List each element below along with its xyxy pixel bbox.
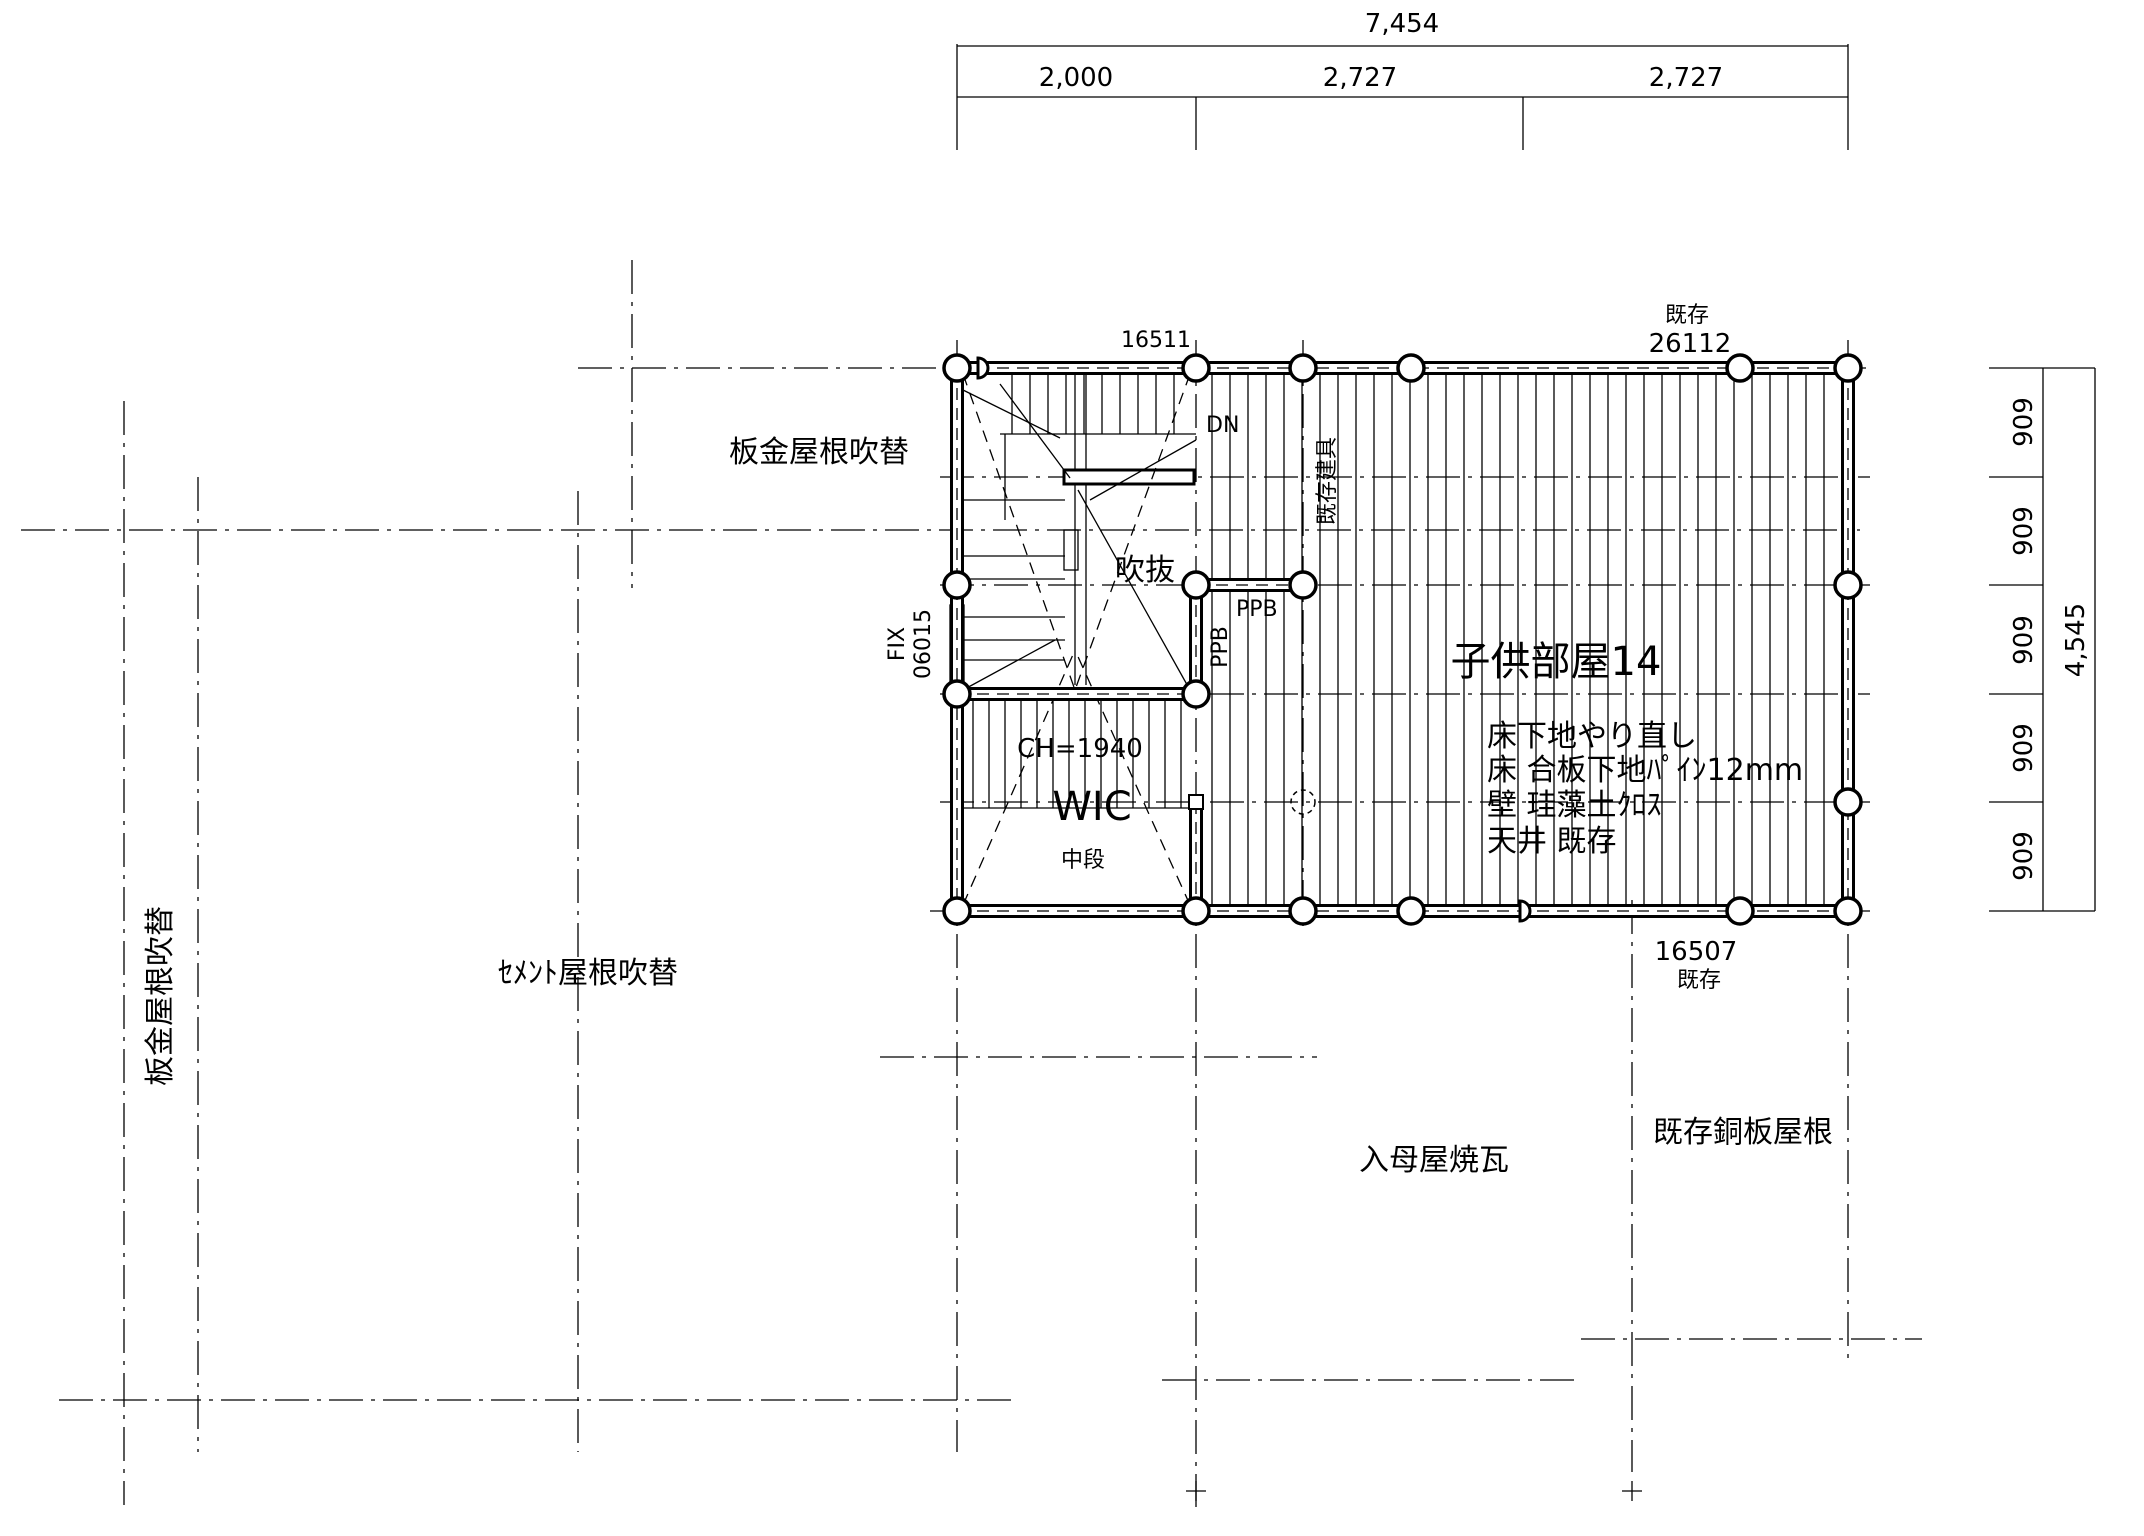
void-label: 吹抜 xyxy=(1115,553,1175,588)
roof-label-sheet-metal-left: 板金屋根吹替 xyxy=(143,906,178,1086)
column xyxy=(1181,570,1211,600)
column xyxy=(942,679,972,709)
hidden-column xyxy=(1290,789,1316,815)
span-3-label: 2,727 xyxy=(1649,63,1723,93)
column xyxy=(942,896,972,926)
column xyxy=(942,353,972,383)
column xyxy=(1288,896,1318,926)
span-2-label: 2,727 xyxy=(1323,63,1397,93)
column xyxy=(1833,570,1863,600)
wall-segment xyxy=(1189,583,1203,696)
ppb-horizontal-label: PPB xyxy=(1236,597,1278,622)
column xyxy=(1833,353,1863,383)
wic-label: WIC xyxy=(1052,784,1131,830)
row-1-label: 909 xyxy=(2009,397,2039,447)
roof-label-irimoya: 入母屋焼瓦 xyxy=(1359,1143,1509,1178)
fix-code: 06015 xyxy=(911,609,936,679)
staircase xyxy=(949,369,1197,906)
column xyxy=(1833,896,1863,926)
right-dimension: 909 909 909 909 909 4,545 xyxy=(1989,367,2096,912)
door-stop-bottom xyxy=(1518,899,1532,923)
column xyxy=(1725,353,1755,383)
column xyxy=(1288,353,1318,383)
ceiling-height-label: CH=1940 xyxy=(1017,734,1143,764)
note-line-4: 天井 既存 xyxy=(1487,824,1617,859)
window-stair-code: 16511 xyxy=(1121,328,1191,353)
note-line-1: 床下地やり直し xyxy=(1487,719,1697,754)
column xyxy=(1396,896,1426,926)
column xyxy=(1181,896,1211,926)
row-2-label: 909 xyxy=(2009,506,2039,556)
column xyxy=(1181,353,1211,383)
row-5-label: 909 xyxy=(2009,831,2039,881)
top-dimension: 7,454 2,000 2,727 2,727 xyxy=(956,9,1849,150)
stair-dn-label: DN xyxy=(1206,413,1239,438)
roof-label-existing-copper: 既存銅板屋根 xyxy=(1653,1115,1833,1150)
roof-label-cement: ｾﾒﾝﾄ屋根吹替 xyxy=(498,956,678,991)
span-1-label: 2,000 xyxy=(1039,63,1113,93)
room-name: 子供部屋14 xyxy=(1451,639,1662,685)
existing-fitting-label: 既存建具 xyxy=(1315,437,1340,525)
middle-shelf-label: 中段 xyxy=(1061,848,1105,873)
column xyxy=(1181,679,1211,709)
door-stop-top xyxy=(976,356,990,380)
column xyxy=(1725,896,1755,926)
column xyxy=(1396,353,1426,383)
overall-depth-label: 4,545 xyxy=(2061,603,2091,677)
grid-axes xyxy=(21,260,1922,1507)
window-top-existing: 既存 xyxy=(1665,303,1709,328)
columns xyxy=(942,353,1863,926)
row-4-label: 909 xyxy=(2009,723,2039,773)
row-3-label: 909 xyxy=(2009,615,2039,665)
overall-width-label: 7,454 xyxy=(1365,9,1439,39)
ppb-vertical-label: PPB xyxy=(1208,626,1233,668)
wall-segment xyxy=(1189,800,1203,913)
column xyxy=(1288,570,1318,600)
note-line-3: 壁 珪藻土ｸﾛｽ xyxy=(1487,788,1662,823)
fix-label: FIX xyxy=(885,627,910,661)
window-top-code: 26112 xyxy=(1649,329,1732,359)
column xyxy=(1833,787,1863,817)
window-bottom-existing: 既存 xyxy=(1677,968,1721,993)
column xyxy=(942,570,972,600)
note-line-2: 床 合板下地ﾊﾟｲﾝ12mm xyxy=(1487,753,1803,788)
post-marker xyxy=(1188,794,1204,810)
walls xyxy=(950,361,1855,918)
roof-label-sheet-metal-top: 板金屋根吹替 xyxy=(729,435,909,470)
window-bottom-code: 16507 xyxy=(1655,937,1738,967)
